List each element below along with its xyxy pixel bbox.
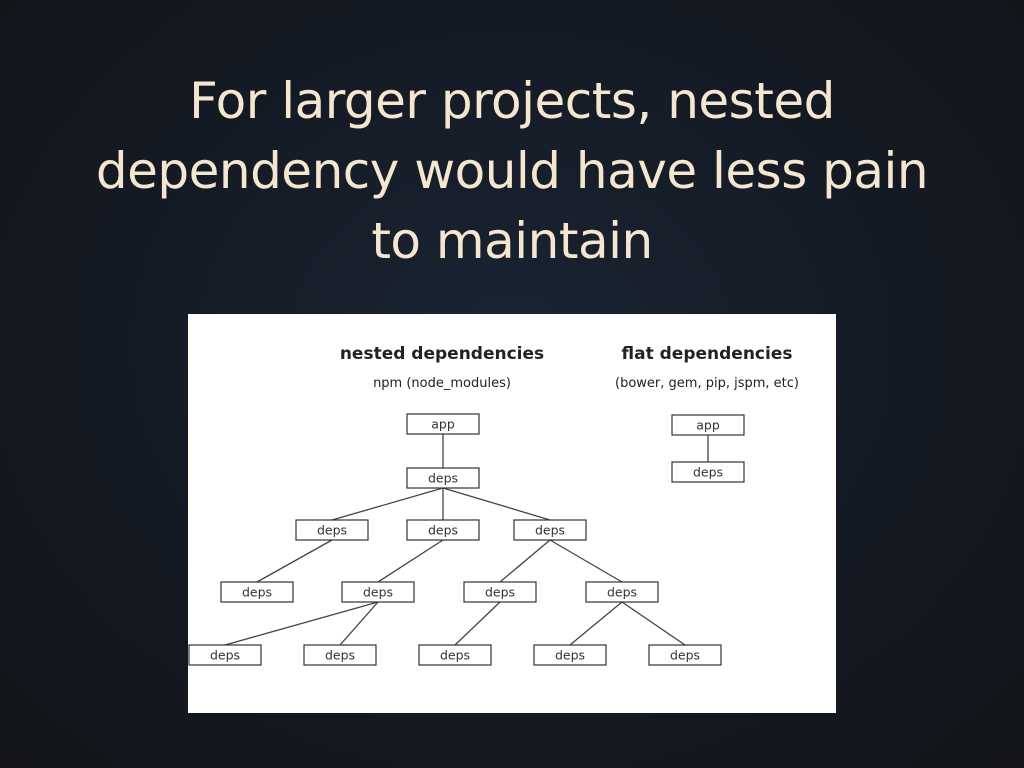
- nested-edge-n-l2-c-to-n-l3-c: [454, 601, 501, 646]
- nested-node-n-l1-c: deps: [513, 519, 587, 541]
- nested-dependencies-heading: nested dependencies: [340, 344, 544, 364]
- nested-node-label: deps: [363, 585, 393, 600]
- nested-node-label: deps: [670, 648, 700, 663]
- flat-node-f-deps: deps: [671, 461, 745, 483]
- nested-edge-n-l1-c-to-n-l2-d: [549, 539, 623, 583]
- nested-dependencies-subheading: npm (node_modules): [373, 376, 511, 391]
- nested-node-n-l3-a: deps: [188, 644, 262, 666]
- nested-node-n-l1-b: deps: [406, 519, 480, 541]
- nested-edge-n-deps-root-to-n-l1-c: [442, 487, 551, 521]
- nested-node-label: deps: [210, 648, 240, 663]
- nested-node-label: deps: [607, 585, 637, 600]
- slide-title: For larger projects, nested dependency w…: [40, 66, 984, 276]
- dependency-diagram: nested dependencies npm (node_modules) f…: [188, 314, 836, 713]
- flat-node-f-app: app: [671, 414, 745, 436]
- nested-node-box: [648, 644, 722, 666]
- nested-node-n-l2-d: deps: [585, 581, 659, 603]
- flat-dependencies-heading: flat dependencies: [622, 344, 793, 364]
- nested-node-box: [533, 644, 607, 666]
- nested-node-n-deps-root: deps: [406, 467, 480, 489]
- nested-node-box: [341, 581, 415, 603]
- nested-node-n-l3-c: deps: [418, 644, 492, 666]
- nested-edge-n-l2-b-to-n-l3-b: [339, 601, 379, 646]
- nested-node-label: deps: [440, 648, 470, 663]
- nested-node-n-l3-d: deps: [533, 644, 607, 666]
- slide-title-line-1: For larger projects, nested: [189, 72, 835, 130]
- nested-node-box: [188, 644, 262, 666]
- nested-node-label: deps: [242, 585, 272, 600]
- nested-node-box: [303, 644, 377, 666]
- nested-node-n-l1-a: deps: [295, 519, 369, 541]
- nested-edge-n-l2-d-to-n-l3-e: [621, 601, 686, 646]
- dependency-diagram-svg: nested dependencies npm (node_modules) f…: [188, 344, 799, 666]
- nested-node-n-l2-b: deps: [341, 581, 415, 603]
- nested-node-label: deps: [485, 585, 515, 600]
- nested-node-box: [463, 581, 537, 603]
- nested-node-box: [418, 644, 492, 666]
- nested-edge-n-l2-b-to-n-l3-a: [224, 601, 379, 646]
- nested-node-label: deps: [325, 648, 355, 663]
- diagram-nodes: app deps deps deps deps deps deps deps deps deps d…: [188, 413, 745, 666]
- nested-node-box: [406, 467, 480, 489]
- nested-edge-n-deps-root-to-n-l1-a: [331, 487, 444, 521]
- nested-edge-n-l2-d-to-n-l3-d: [569, 601, 623, 646]
- nested-node-n-l3-b: deps: [303, 644, 377, 666]
- slide-title-line-3: to maintain: [371, 212, 653, 270]
- nested-node-box: [585, 581, 659, 603]
- flat-node-box: [671, 414, 745, 436]
- diagram-edges: [224, 434, 709, 646]
- flat-node-label: deps: [693, 465, 723, 480]
- nested-edge-n-l1-c-to-n-l2-c: [499, 539, 551, 583]
- nested-node-box: [513, 519, 587, 541]
- nested-node-n-l2-c: deps: [463, 581, 537, 603]
- nested-edge-n-l1-a-to-n-l2-a: [256, 539, 333, 583]
- nested-node-n-l2-a: deps: [220, 581, 294, 603]
- nested-node-box: [406, 413, 480, 435]
- nested-node-label: deps: [555, 648, 585, 663]
- nested-node-label: deps: [317, 523, 347, 538]
- nested-node-n-app: app: [406, 413, 480, 435]
- nested-node-label: app: [431, 417, 455, 432]
- nested-node-label: deps: [535, 523, 565, 538]
- flat-dependencies-subheading: (bower, gem, pip, jspm, etc): [615, 376, 799, 391]
- nested-node-box: [220, 581, 294, 603]
- nested-node-box: [295, 519, 369, 541]
- nested-node-label: deps: [428, 523, 458, 538]
- flat-node-label: app: [696, 418, 720, 433]
- slide-title-line-2: dependency would have less pain: [95, 142, 929, 200]
- flat-node-box: [671, 461, 745, 483]
- nested-node-box: [406, 519, 480, 541]
- nested-edge-n-l1-b-to-n-l2-b: [377, 539, 444, 583]
- nested-node-n-l3-e: deps: [648, 644, 722, 666]
- nested-node-label: deps: [428, 471, 458, 486]
